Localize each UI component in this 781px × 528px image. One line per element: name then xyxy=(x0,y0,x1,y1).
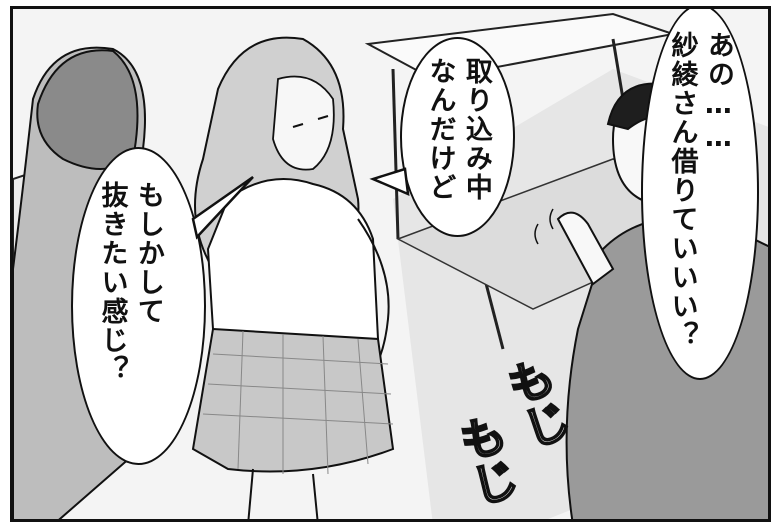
bubble-tail-center xyxy=(369,167,410,197)
speech-bubble-left xyxy=(71,147,206,465)
bubble-tail-left xyxy=(191,175,254,240)
speech-text-right: あの…… 紗綾さん借りていいい？ xyxy=(666,31,734,350)
comic-panel: もしかして 抜きたい感じ？ 取り込み中 なんだけど あの…… 紗綾さん借りていい… xyxy=(10,6,771,522)
speech-bubble-right xyxy=(641,9,759,380)
speech-text-center: 取り込み中 なんだけど xyxy=(424,57,492,202)
speech-bubble-center xyxy=(400,37,515,237)
speech-text-left: もしかして 抜きたい感じ？ xyxy=(96,181,164,384)
